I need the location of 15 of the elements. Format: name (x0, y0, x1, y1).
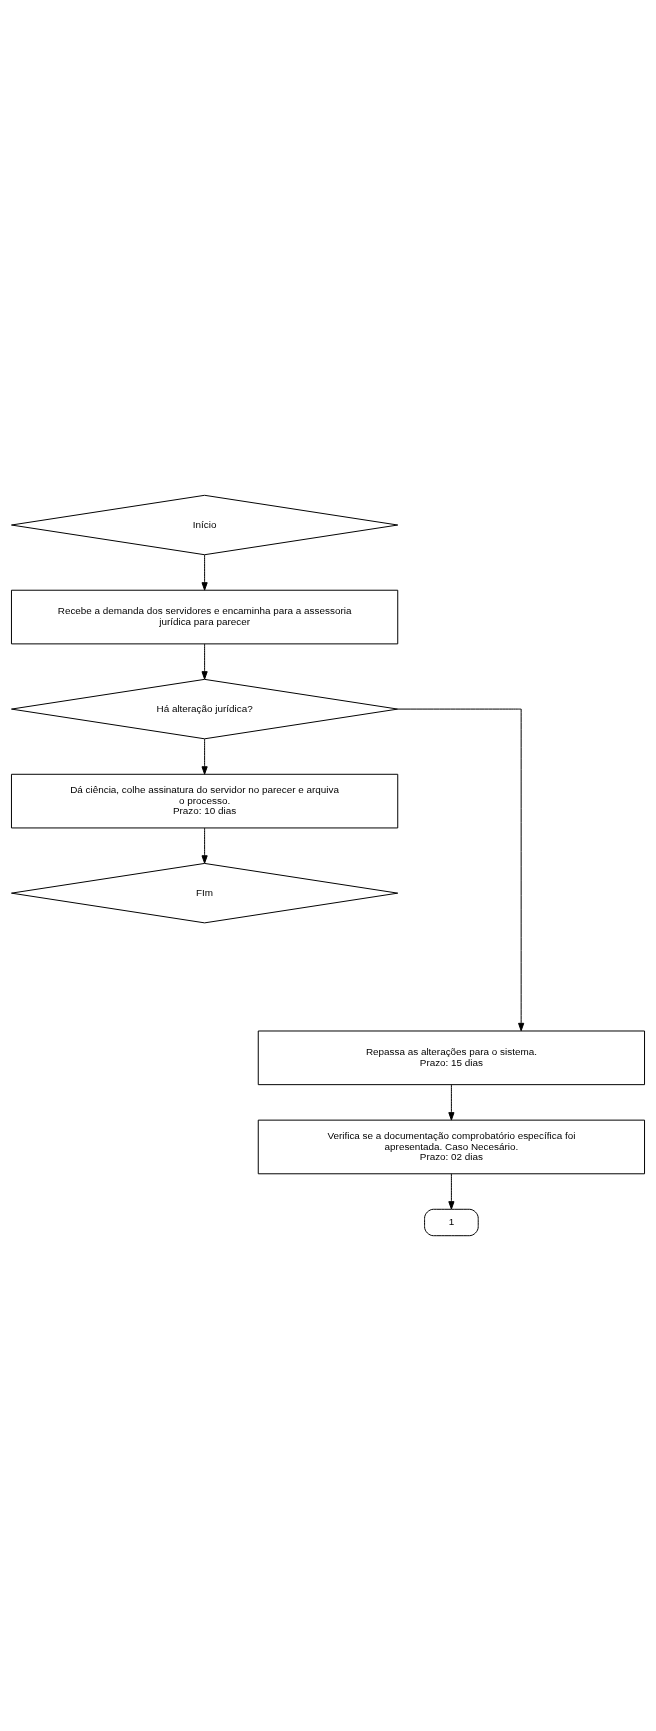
node-box: Verifica se a documentação comprobatório específica foi apresentada. Caso Necesário. Prazo: 02 dias (257, 1119, 646, 1175)
arrow (201, 554, 208, 591)
arrow (201, 827, 208, 864)
arrow (448, 1173, 455, 1210)
node-box: 1 (424, 1208, 479, 1237)
node-diamond: Há alteração jurídica? (10, 678, 399, 740)
arrow (448, 1084, 455, 1121)
arrow (201, 643, 208, 680)
arrow (201, 738, 208, 775)
node-box: Dá ciência, colhe assinatura do servidor no parecer e arquiva o processo. Prazo: 10 dias (10, 773, 399, 829)
node-box: Repassa as alterações para o sistema. Prazo: 15 dias (257, 1030, 646, 1086)
node-diamond: Início (10, 494, 399, 556)
node-box: Recebe a demanda dos servidores e encaminha para a assessoria jurídica para parecer (10, 589, 399, 645)
arrow (397, 708, 525, 1032)
node-diamond: FIm (10, 862, 399, 924)
